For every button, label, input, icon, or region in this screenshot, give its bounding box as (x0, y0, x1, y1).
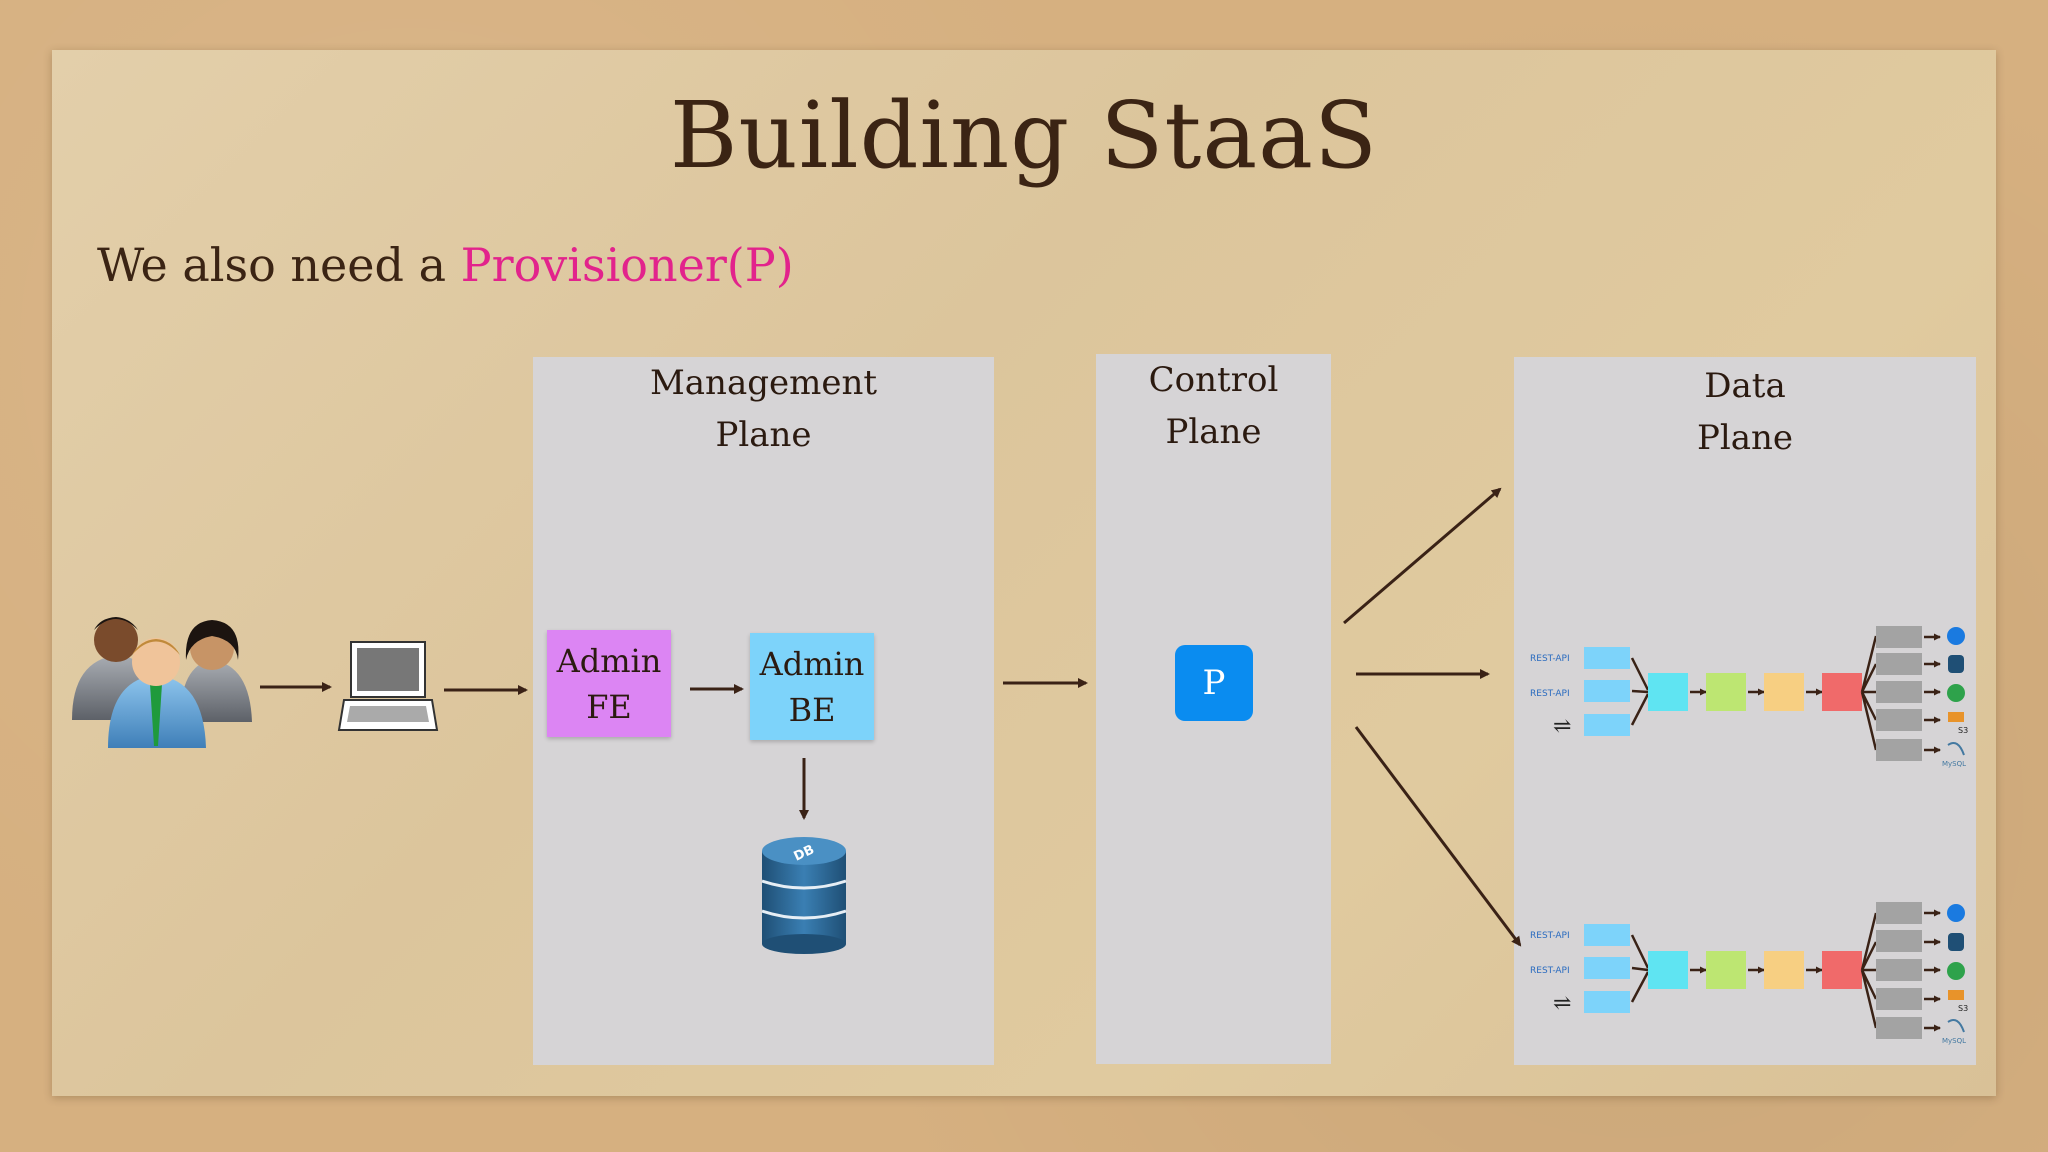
provisioner-box: P (1175, 645, 1253, 721)
mysql-icon: MySQL (1942, 1019, 1966, 1045)
subtitle-highlight: Provisioner(P) (460, 238, 794, 292)
data-plane-title-line1: Data (1704, 366, 1786, 406)
sink-node (1876, 1017, 1922, 1039)
rest-api-label: REST-API (1530, 931, 1570, 941)
stage-node (1822, 673, 1862, 711)
management-plane-title-line2: Plane (715, 415, 812, 455)
stage-node (1822, 951, 1862, 989)
rest-api-label: REST-API (1530, 654, 1570, 664)
admin-be-line1: Admin (759, 644, 865, 683)
stage-node (1706, 673, 1746, 711)
sink-node (1876, 902, 1922, 924)
sink-node (1876, 739, 1922, 761)
admin-be-line2: BE (788, 690, 836, 729)
s3-icon: S3 (1948, 712, 1968, 735)
admin-fe-line2: FE (586, 687, 632, 726)
mysql-icon: MySQL (1942, 742, 1966, 768)
laptop-icon (337, 641, 439, 731)
stream-source-icon: ⇌ (1553, 991, 1571, 1016)
admin-fe-line1: Admin (556, 641, 662, 680)
source-node (1584, 647, 1630, 669)
stage-node (1648, 951, 1688, 989)
s3-label: S3 (1958, 726, 1968, 735)
s3-icon: S3 (1948, 990, 1968, 1013)
sink-node (1876, 681, 1922, 703)
stage-node (1706, 951, 1746, 989)
control-plane-title-line1: Control (1148, 360, 1279, 400)
sink-node (1876, 709, 1922, 731)
stage-node (1764, 673, 1804, 711)
stage-node (1764, 951, 1804, 989)
source-node (1584, 924, 1630, 946)
search-icon (1947, 904, 1965, 922)
sink-node (1876, 988, 1922, 1010)
stream-source-icon: ⇌ (1553, 714, 1571, 739)
database-icon: DB (761, 837, 847, 954)
database-icon (1948, 933, 1964, 951)
sink-node (1876, 653, 1922, 675)
search-icon (1947, 627, 1965, 645)
sink-node (1876, 959, 1922, 981)
source-node (1584, 680, 1630, 702)
stage-node (1648, 673, 1688, 711)
source-node (1584, 991, 1630, 1013)
control-plane-title-line2: Plane (1165, 412, 1262, 452)
data-plane-title-line2: Plane (1696, 418, 1794, 458)
sink-node (1876, 626, 1922, 648)
management-plane-title-line1: Management (649, 363, 878, 403)
sink-node (1876, 930, 1922, 952)
slide-subtitle: We also need a Provisioner(P) (97, 238, 794, 292)
green-badge-icon (1947, 962, 1965, 980)
users-icon (72, 617, 252, 748)
admin-fe-box: Admin FE (547, 630, 671, 737)
slide-title: Building StaaS (669, 82, 1379, 189)
database-icon (1948, 655, 1964, 673)
subtitle-prefix: We also need a (97, 238, 461, 292)
rest-api-label: REST-API (1530, 966, 1570, 976)
s3-label: S3 (1958, 1004, 1968, 1013)
mysql-label: MySQL (1942, 760, 1966, 768)
mysql-label: MySQL (1942, 1037, 1966, 1045)
admin-be-box: Admin BE (750, 633, 874, 740)
provisioner-label: P (1202, 663, 1226, 703)
pipeline-top: REST-API REST-API ⇌ S3 MyS (1530, 626, 1968, 768)
green-badge-icon (1947, 684, 1965, 702)
source-node (1584, 714, 1630, 736)
pipeline-bottom: REST-API REST-API ⇌ S3 MyS (1530, 902, 1968, 1045)
source-node (1584, 957, 1630, 979)
rest-api-label: REST-API (1530, 689, 1570, 699)
